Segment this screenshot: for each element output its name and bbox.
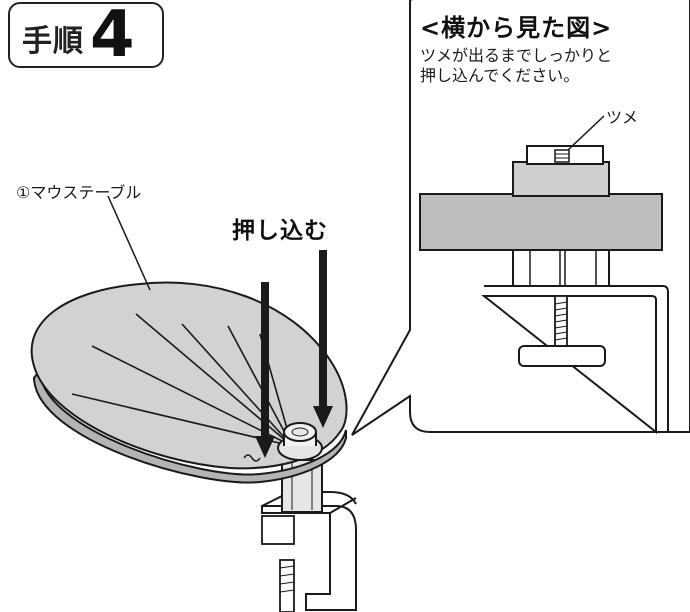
table-leader-line	[107, 195, 151, 291]
step-header: 手順 4	[8, 0, 164, 72]
side-view-note-line1: ツメが出るまでしっかりと	[420, 46, 613, 65]
push-in-label: 押し込む	[232, 218, 328, 244]
press-arrow-right	[313, 250, 333, 428]
tilde-mark	[243, 454, 261, 462]
side-desk-band	[419, 193, 663, 251]
side-view-title: <横から見た図>	[420, 14, 613, 42]
side-screw-knob	[518, 345, 606, 367]
side-tsume	[554, 149, 570, 163]
step-number: 4	[90, 0, 135, 72]
clamp-screw	[279, 559, 295, 612]
side-view-note-line2: 押し込んでください。	[420, 66, 580, 85]
clamp-pad	[261, 515, 295, 545]
side-clip-body	[512, 247, 610, 287]
tsume-leader-line	[567, 115, 605, 151]
side-top-block	[512, 161, 610, 197]
step-label: 手順	[22, 24, 84, 59]
mouse-table-label: ①マウステーブル	[16, 183, 142, 202]
mouse-table-edge	[32, 367, 347, 484]
side-view-note: ツメが出るまでしっかりと 押し込んでください。	[420, 46, 612, 86]
tsume-label: ツメ	[606, 108, 639, 127]
press-arrow-left	[255, 282, 275, 458]
